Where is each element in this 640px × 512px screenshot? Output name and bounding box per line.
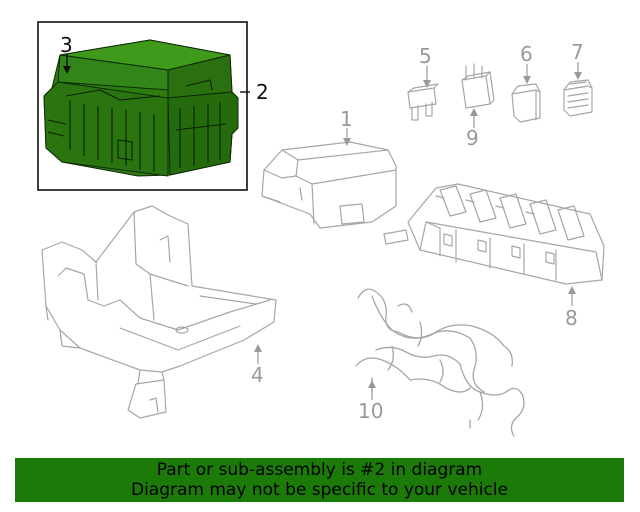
part-8-fuse-block[interactable] (383, 183, 605, 285)
banner-line-2: Diagram may not be specific to your vehi… (130, 480, 508, 500)
callout-2: 2 (256, 80, 269, 104)
part-9-relay[interactable] (461, 63, 495, 109)
part-2-junction-box[interactable] (43, 39, 239, 177)
callout-7: 7 (571, 40, 584, 64)
callout-9: 9 (466, 126, 479, 150)
banner-line-1: Part or sub-assembly is #2 in diagram (156, 460, 483, 480)
leader-lines (63, 54, 582, 400)
part-7-cartridge-fuse[interactable] (563, 79, 593, 117)
callout-4: 4 (251, 363, 264, 387)
callout-10: 10 (358, 399, 383, 423)
callout-3: 3 (60, 33, 73, 57)
info-banner: Part or sub-assembly is #2 in diagram Di… (15, 458, 624, 502)
part-4-mounting-tray[interactable] (41, 205, 277, 419)
parts-diagram: 3 2 1 5 6 7 9 8 4 10 (37, 21, 605, 437)
callout-5: 5 (419, 44, 432, 68)
part-5-blade-fuse[interactable] (407, 83, 439, 121)
part-6-maxi-fuse[interactable] (511, 83, 541, 123)
callout-1: 1 (340, 107, 353, 131)
part-1-cover[interactable] (261, 141, 397, 229)
callout-6: 6 (520, 42, 533, 66)
callout-8: 8 (565, 306, 578, 330)
